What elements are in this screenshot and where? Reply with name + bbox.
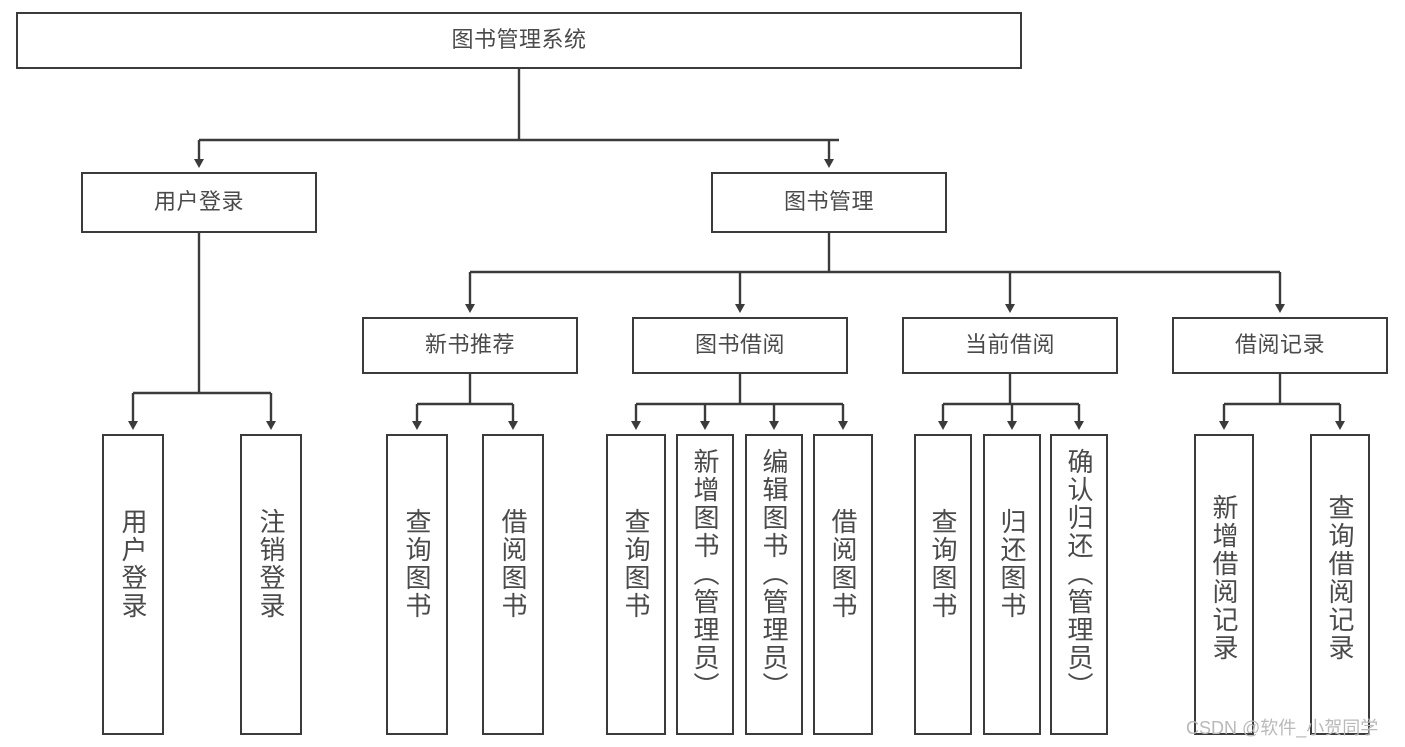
node-leaf-query-book-cur-label: 查询图书 <box>928 508 958 620</box>
node-current-borrow-label: 当前借阅 <box>964 332 1055 358</box>
node-root[interactable]: 图书管理系统 <box>16 12 1022 69</box>
node-leaf-add-borrow-record[interactable]: 新增借阅记录 <box>1194 434 1254 735</box>
node-book-manage[interactable]: 图书管理 <box>711 172 947 233</box>
node-current-borrow[interactable]: 当前借阅 <box>902 317 1118 374</box>
node-leaf-user-logout[interactable]: 注销登录 <box>240 434 302 735</box>
node-book-borrow-label: 图书借阅 <box>694 332 785 358</box>
node-book-borrow[interactable]: 图书借阅 <box>632 317 848 374</box>
node-leaf-user-login-label: 用户登录 <box>118 508 148 620</box>
node-leaf-user-logout-label: 注销登录 <box>256 508 286 620</box>
node-leaf-return-book-label: 归还图书 <box>997 508 1027 620</box>
csdn-watermark: CSDN @软件_小贺同学 <box>1186 718 1379 738</box>
node-leaf-query-borrow-record-label: 查询借阅记录 <box>1325 494 1355 662</box>
node-leaf-borrow-book-label: 借阅图书 <box>828 508 858 620</box>
node-user-login-label: 用户登录 <box>153 189 244 215</box>
node-leaf-return-book[interactable]: 归还图书 <box>983 434 1041 735</box>
node-leaf-query-book-cur[interactable]: 查询图书 <box>914 434 972 735</box>
node-user-login[interactable]: 用户登录 <box>81 172 317 233</box>
node-leaf-query-borrow-record[interactable]: 查询借阅记录 <box>1310 434 1370 735</box>
node-new-book-recommend[interactable]: 新书推荐 <box>362 317 578 374</box>
node-leaf-borrow-book-rec[interactable]: 借阅图书 <box>482 434 544 735</box>
node-root-label: 图书管理系统 <box>451 27 587 53</box>
node-leaf-confirm-return[interactable]: 确认归还（管理员） <box>1050 434 1108 735</box>
node-leaf-add-borrow-record-label: 新增借阅记录 <box>1209 494 1239 662</box>
node-leaf-query-book-borrow[interactable]: 查询图书 <box>606 434 666 735</box>
node-leaf-borrow-book-rec-label: 借阅图书 <box>498 508 528 620</box>
node-borrow-record[interactable]: 借阅记录 <box>1172 317 1388 374</box>
node-leaf-query-book-rec[interactable]: 查询图书 <box>386 434 448 735</box>
node-leaf-edit-book[interactable]: 编辑图书（管理员） <box>745 434 803 735</box>
node-new-book-recommend-label: 新书推荐 <box>424 332 515 358</box>
node-leaf-user-login[interactable]: 用户登录 <box>102 434 164 735</box>
node-leaf-confirm-return-label: 确认归还（管理员） <box>1064 448 1094 700</box>
node-leaf-add-book-label: 新增图书（管理员） <box>690 448 720 700</box>
node-leaf-query-book-rec-label: 查询图书 <box>402 508 432 620</box>
node-borrow-record-label: 借阅记录 <box>1234 332 1325 358</box>
node-leaf-edit-book-label: 编辑图书（管理员） <box>759 448 789 700</box>
node-book-manage-label: 图书管理 <box>783 189 874 215</box>
node-leaf-borrow-book[interactable]: 借阅图书 <box>813 434 873 735</box>
node-leaf-query-book-borrow-label: 查询图书 <box>621 508 651 620</box>
node-leaf-add-book[interactable]: 新增图书（管理员） <box>676 434 734 735</box>
